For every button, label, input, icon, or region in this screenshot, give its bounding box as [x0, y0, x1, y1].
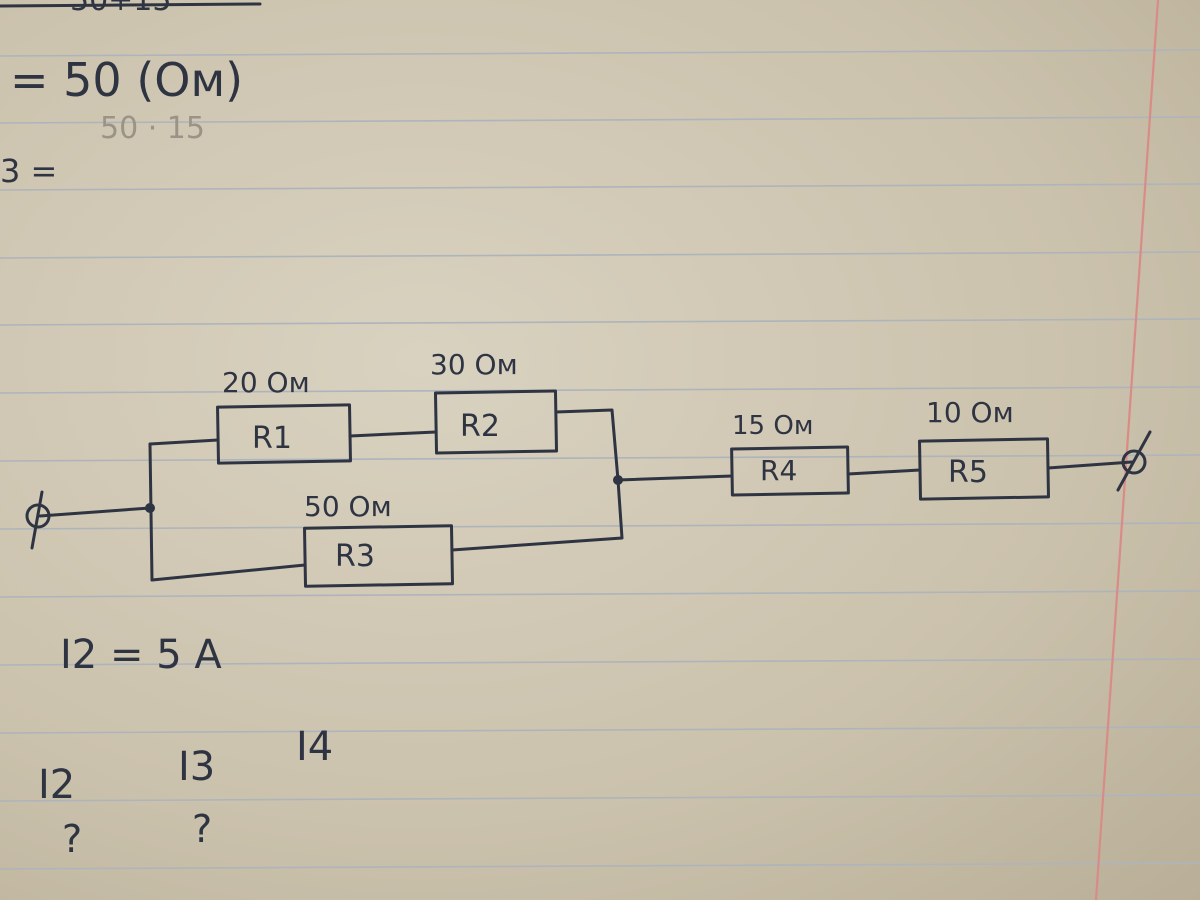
resistor-value: 20 Ом [222, 366, 310, 399]
resistor-label: R5 [948, 455, 988, 490]
resistor-r2: R2 30 Ом [430, 348, 559, 455]
unknown-i2: I2 ? [38, 762, 82, 861]
ruled-lines [0, 49, 1200, 870]
resistor-r4: R4 15 Ом [730, 411, 850, 497]
resistor-r1: R1 20 Ом [216, 366, 352, 465]
node-left [145, 503, 155, 513]
note-line-4: 3 = [0, 152, 57, 190]
terminal-left [25, 490, 51, 550]
given-current: I2 = 5 A [60, 632, 222, 678]
resistor-label: R3 [335, 539, 375, 574]
unknown-i3: I3 ? [178, 744, 215, 851]
margin-line [1094, 0, 1160, 900]
resistor-r5: R5 10 Ом [918, 396, 1050, 501]
resistor-value: 50 Ом [304, 490, 392, 523]
resistor-label: R4 [760, 454, 797, 487]
unknown-mark: ? [192, 807, 212, 851]
resistor-label: R2 [460, 409, 500, 444]
resistor-r3: R3 50 Ом [303, 490, 454, 588]
resistor-value: 10 Ом [926, 396, 1014, 429]
note-line-3: 50 · 15 [100, 111, 205, 146]
unknown-mark: ? [62, 817, 82, 861]
resistor-value: 30 Ом [430, 348, 518, 381]
unknown-name: I3 [178, 744, 215, 790]
note-strike [0, 2, 262, 8]
resistor-label: R1 [252, 421, 292, 456]
resistor-value: 15 Ом [732, 411, 813, 441]
unknown-name: I2 [38, 762, 75, 808]
node-right [613, 475, 623, 485]
terminal-right [1116, 430, 1152, 492]
note-line-1: 50+15 [70, 0, 171, 18]
unknown-name: I4 [296, 724, 333, 770]
circuit-wires [38, 408, 1134, 582]
note-line-2: = 50 (Ом) [10, 53, 243, 107]
unknown-i4: I4 [296, 724, 333, 770]
